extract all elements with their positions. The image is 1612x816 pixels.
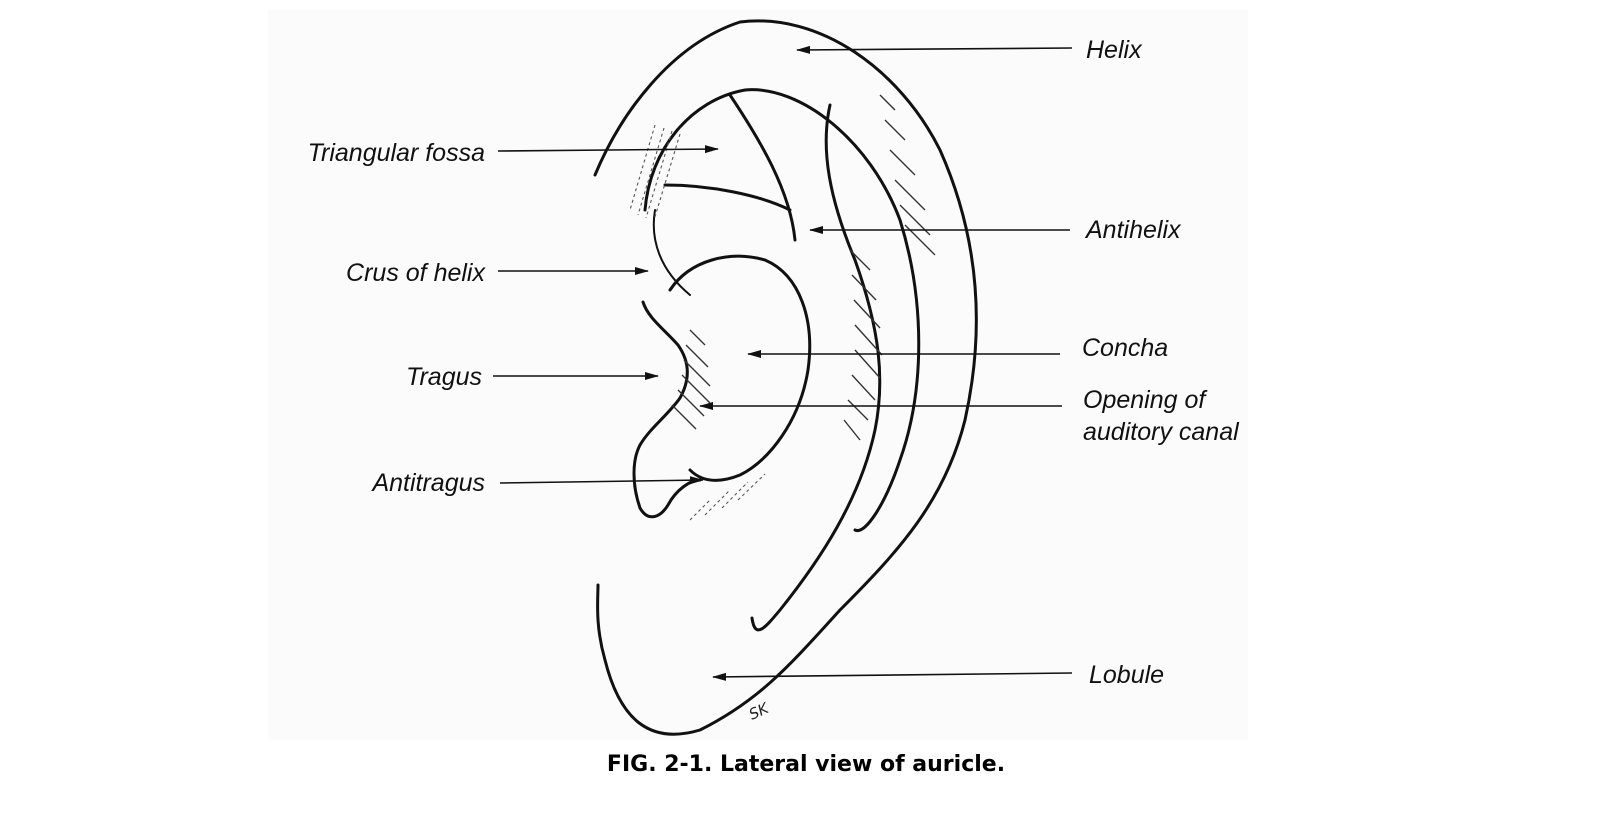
- figure-caption: FIG. 2-1. Lateral view of auricle.: [0, 752, 1612, 777]
- crus-of-helix-curve: [670, 256, 810, 480]
- hatch-triangular-fossa: [630, 125, 680, 220]
- helix-inner-rim: [645, 90, 919, 531]
- label-crus-of-helix: Crus of helix: [346, 259, 486, 287]
- helix-leader-line: [797, 48, 1072, 50]
- artist-signature: SK: [746, 699, 772, 724]
- crus-of-helix-tip: [654, 210, 690, 295]
- antitragus-leader-line: [500, 480, 703, 483]
- antihelix-inferior-crus: [665, 185, 790, 210]
- hatch-intertragic: [690, 474, 765, 520]
- label-concha: Concha: [1082, 334, 1168, 362]
- label-opening-line2: auditory canal: [1083, 418, 1240, 446]
- helix-outer-rim: [595, 21, 976, 734]
- antihelix-body: [752, 105, 880, 630]
- triangular-fossa-leader-line: [498, 149, 718, 151]
- label-tragus: Tragus: [406, 363, 482, 391]
- label-antihelix: Antihelix: [1084, 216, 1182, 244]
- lobule-leader-line: [713, 673, 1072, 677]
- label-antitragus: Antitragus: [370, 469, 485, 497]
- antihelix-superior-crus: [730, 95, 795, 240]
- label-opening-line1: Opening of: [1083, 386, 1208, 414]
- label-triangular-fossa: Triangular fossa: [308, 139, 485, 167]
- label-lobule: Lobule: [1089, 661, 1164, 689]
- label-helix: Helix: [1086, 36, 1143, 64]
- tragus-outline: [634, 302, 700, 517]
- hatch-helix-right: [880, 95, 935, 255]
